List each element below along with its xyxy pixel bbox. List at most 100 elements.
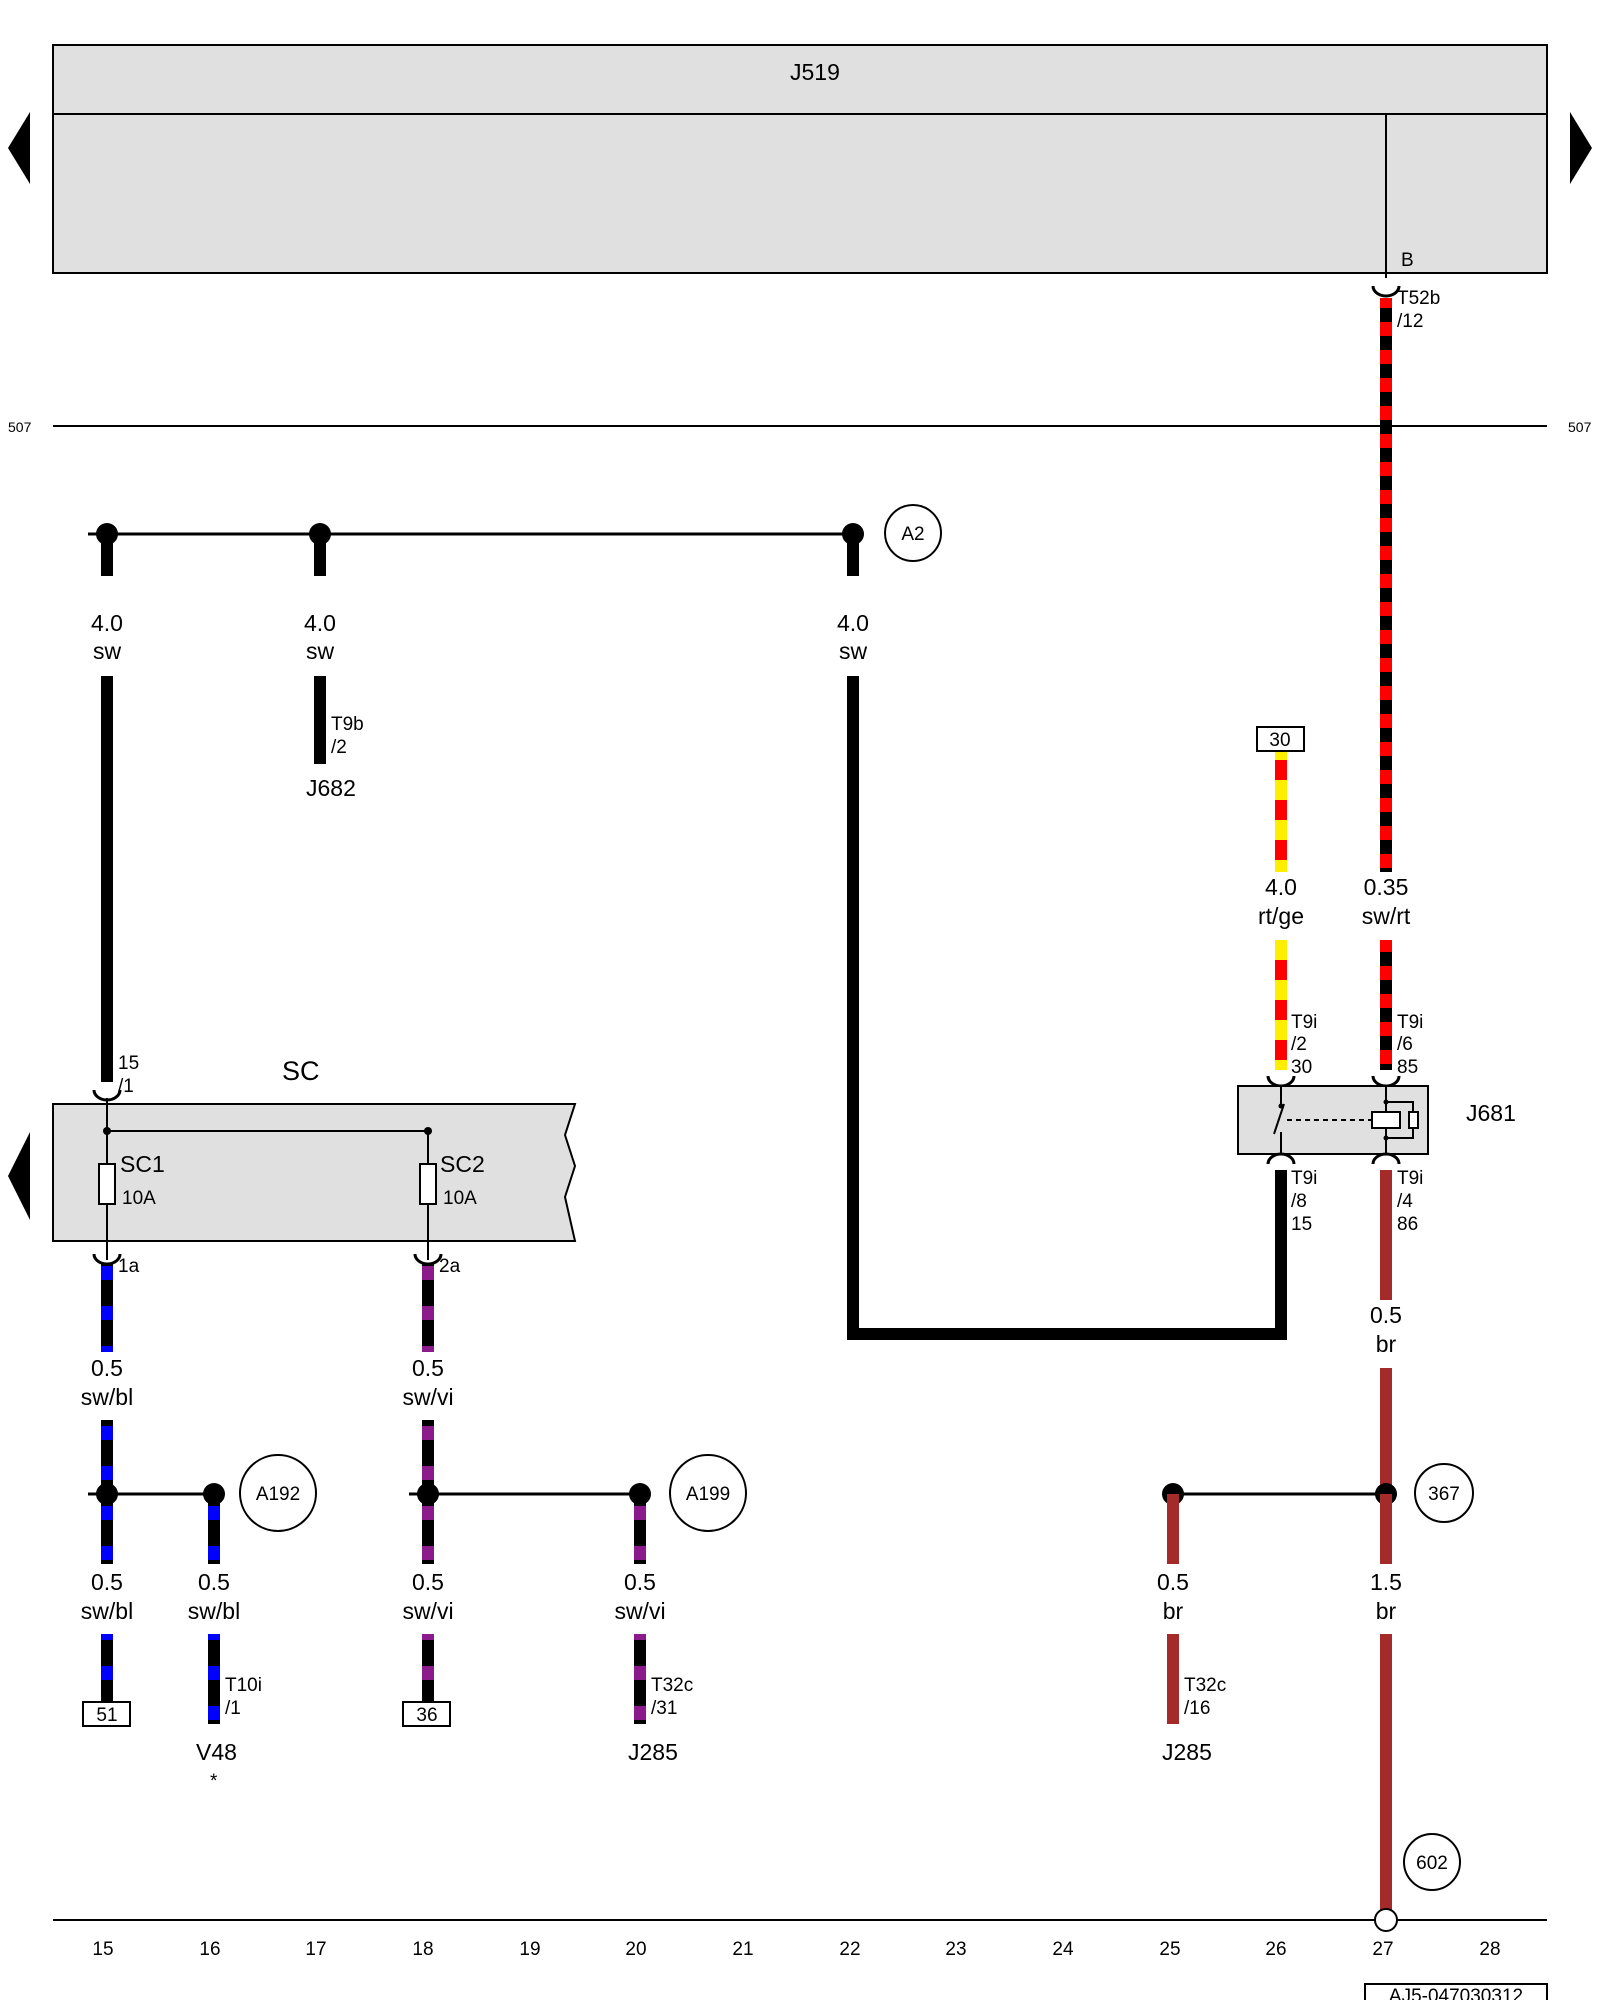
track-number: 22 xyxy=(839,1939,860,1960)
wire-w2 xyxy=(314,676,326,764)
t9i-2-plug: T9i xyxy=(1291,1012,1317,1033)
wire-w11 xyxy=(422,1494,434,1564)
t52b-plug: T52b xyxy=(1397,288,1440,309)
w1-size: 4.0 xyxy=(91,610,123,636)
wire-w4 xyxy=(1275,940,1287,1070)
terminal-51-label: 51 xyxy=(96,1705,117,1726)
wire-w11-lower xyxy=(422,1634,434,1702)
splice-dot xyxy=(1383,1099,1389,1105)
w14-color: br xyxy=(1376,1598,1397,1624)
wire-w3 xyxy=(847,676,1287,1340)
wire-w4-top xyxy=(1275,752,1287,872)
t9b-pin: /2 xyxy=(331,737,347,758)
wire-w10 xyxy=(208,1494,220,1564)
wire-w14-lower xyxy=(1380,1634,1392,1910)
sc1-rating: 10A xyxy=(122,1188,156,1209)
left-arrow-icon[interactable] xyxy=(8,1132,30,1220)
j681-label: J681 xyxy=(1466,1100,1516,1126)
t9i-8-pin: /8 xyxy=(1291,1191,1307,1212)
fuse-sc1-icon xyxy=(98,1163,116,1205)
w3-color: sw xyxy=(839,638,868,664)
track-number: 24 xyxy=(1052,1939,1074,1960)
connection-a2-label: A2 xyxy=(901,524,924,545)
t9i-2-pin: /2 xyxy=(1291,1034,1307,1055)
track-number: 23 xyxy=(945,1939,966,1960)
track-number: 17 xyxy=(305,1939,326,1960)
track-number: 25 xyxy=(1159,1939,1180,1960)
w14-size: 1.5 xyxy=(1370,1569,1402,1595)
wire-w7-lower xyxy=(101,1420,113,1495)
connection-367-label: 367 xyxy=(1428,1484,1460,1505)
wire-swrt-upper xyxy=(1380,298,1392,872)
t9i-6-plug: T9i xyxy=(1397,1012,1423,1033)
terminal-b: B xyxy=(1401,250,1414,271)
terminal-box-36 xyxy=(402,1701,451,1727)
w9-color: sw/bl xyxy=(81,1598,133,1624)
t9i-8-term: 15 xyxy=(1291,1214,1312,1235)
w8-color: sw/vi xyxy=(402,1384,453,1410)
track-number: 20 xyxy=(625,1939,646,1960)
terminal-36-label: 36 xyxy=(416,1705,437,1726)
w6-color: br xyxy=(1376,1331,1397,1357)
plug-t9i-4-icon xyxy=(1371,1152,1401,1165)
j682-label: J682 xyxy=(306,775,356,801)
v48-note: * xyxy=(210,1771,218,1792)
wire-w1 xyxy=(101,676,113,1082)
w12-size: 0.5 xyxy=(624,1569,656,1595)
terminal-30-label: 30 xyxy=(1269,730,1290,751)
connection-a2 xyxy=(884,504,942,562)
wire-w13-lower xyxy=(1167,1634,1179,1724)
track-number: 27 xyxy=(1372,1939,1393,1960)
wire-w6 xyxy=(1380,1170,1392,1300)
w5-color: sw/rt xyxy=(1362,903,1411,929)
plug-t9i-6-icon xyxy=(1371,1075,1401,1088)
connection-a192-label: A192 xyxy=(256,1484,300,1505)
w12-color: sw/vi xyxy=(614,1598,665,1624)
sc-module xyxy=(52,1103,577,1242)
ground-point-icon xyxy=(1374,1908,1398,1932)
j285-label-2: J285 xyxy=(1162,1739,1212,1765)
wire-w12 xyxy=(634,1494,646,1564)
sc2-label: SC2 xyxy=(440,1151,485,1177)
wire-w3-top xyxy=(847,534,859,576)
t10i-plug: T10i xyxy=(225,1675,262,1696)
t9i-6-term: 85 xyxy=(1397,1057,1418,1078)
w7-size: 0.5 xyxy=(91,1355,123,1381)
sc-in-a: 15 xyxy=(118,1053,139,1074)
connection-602-label: 602 xyxy=(1416,1853,1448,1874)
splice-dot xyxy=(1278,1103,1284,1109)
wire-w12-lower xyxy=(634,1634,646,1724)
relay-resistor-icon xyxy=(1408,1111,1419,1129)
fuse-sc2-icon xyxy=(419,1163,437,1205)
plug-t9i-8-icon xyxy=(1266,1152,1296,1165)
plug-t52b-icon xyxy=(1371,285,1401,298)
t10i-pin: /1 xyxy=(225,1698,241,1719)
w8-size: 0.5 xyxy=(412,1355,444,1381)
wire-w8 xyxy=(422,1264,434,1352)
track-number: 26 xyxy=(1265,1939,1286,1960)
t9b-plug: T9b xyxy=(331,714,364,735)
doc-id: AJ5-047030312 xyxy=(1389,1986,1523,2000)
w11-size: 0.5 xyxy=(412,1569,444,1595)
splice-dot xyxy=(1383,1135,1389,1141)
t9i-4-plug: T9i xyxy=(1397,1168,1423,1189)
sc-label: SC xyxy=(282,1056,320,1086)
wire-swrt-lower xyxy=(1380,940,1392,1070)
connection-367 xyxy=(1414,1463,1474,1523)
track-number: 16 xyxy=(199,1939,220,1960)
terminal-box-51 xyxy=(82,1701,131,1727)
left-arrow-icon[interactable] xyxy=(8,112,30,184)
t9i-4-term: 86 xyxy=(1397,1214,1418,1235)
t9i-6-pin: /6 xyxy=(1397,1034,1413,1055)
wire-w2-top xyxy=(314,534,326,576)
t32c-31-pin: /31 xyxy=(651,1698,677,1719)
right-arrow-icon[interactable] xyxy=(1570,112,1592,184)
wire-w10-lower xyxy=(208,1634,220,1724)
t32c-16-plug: T32c xyxy=(1184,1675,1226,1696)
connection-a192 xyxy=(239,1454,317,1532)
edge-label-right: 507 xyxy=(1568,419,1592,435)
v48-label: V48 xyxy=(196,1739,237,1765)
t32c-31-plug: T32c xyxy=(651,1675,693,1696)
relay-coil-icon xyxy=(1371,1111,1401,1129)
